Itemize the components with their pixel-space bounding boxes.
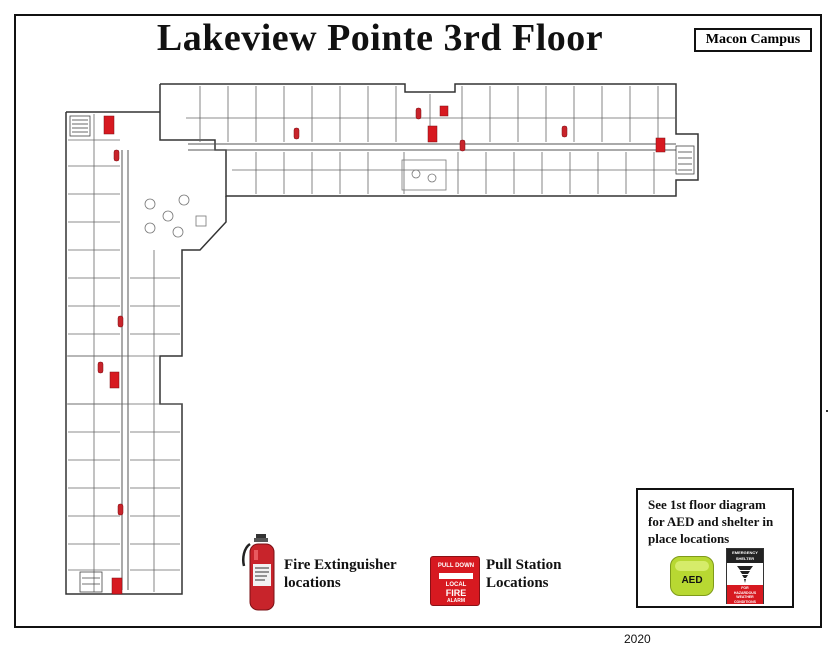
year-label: 2020 (624, 632, 651, 646)
note-text-line2: for AED and shelter in (648, 514, 774, 529)
room-grid-side (66, 114, 182, 592)
stairwells (69, 115, 695, 593)
shelter-sign-line3: FOR (741, 586, 749, 590)
extinguisher-marker (415, 107, 422, 120)
campus-label: Macon Campus (694, 28, 812, 52)
map-frame (14, 14, 822, 628)
pull-station-sign-line1: PULL DOWN (437, 563, 475, 569)
extinguisher-markers (97, 107, 568, 516)
extinguisher-marker (561, 125, 568, 138)
note-text: See 1st floor diagram for AED and shelte… (648, 496, 788, 547)
pull-station-sign-line3: FIRE (445, 588, 467, 598)
fire-extinguisher-icon (242, 534, 275, 611)
pull-station-marker (439, 105, 449, 117)
emergency-shelter-sign-icon: EMERGENCY SHELTER FOR HAZARDOUS WEATHER … (726, 548, 764, 604)
lobby-furniture (144, 159, 447, 238)
pull-station-icon: PULL DOWN LOCAL FIRE ALARM (430, 556, 480, 606)
building-outline (65, 83, 699, 595)
pull-station-marker (655, 137, 666, 153)
aed-label: AED (681, 575, 703, 586)
pull-station-marker (109, 371, 120, 389)
shelter-sign-footer: FOR HAZARDOUS WEATHER CONDITIONS (727, 585, 763, 604)
extinguisher-label-line1: Fire Extinguisher (284, 557, 397, 573)
extinguisher-label-line2: locations (284, 575, 341, 591)
note-text-line3: place locations (648, 531, 730, 546)
extinguisher-marker (113, 149, 120, 162)
stray-dot (826, 410, 828, 412)
pull-station-sign-line4: ALARM (446, 598, 466, 604)
shelter-sign-line4: HAZARDOUS (733, 590, 757, 595)
extinguisher-marker (97, 361, 104, 374)
note-text-line1: See 1st floor diagram (648, 497, 766, 512)
pull-station-label-line1: Pull Station (486, 557, 562, 573)
pull-station-label-line2: Locations (486, 575, 549, 591)
extinguisher-marker (459, 139, 466, 152)
aed-icon: AED (670, 556, 714, 596)
pull-station-marker (111, 577, 123, 595)
corridors (121, 143, 676, 590)
extinguisher-marker (117, 503, 124, 516)
aed-handle (675, 561, 709, 571)
shelter-sign-line1: EMERGENCY (732, 550, 758, 555)
pull-station-marker (103, 115, 115, 135)
pull-station-legend-label: Pull Station Locations (486, 556, 561, 592)
pull-station-handle (439, 573, 473, 579)
tornado-icon (737, 566, 753, 583)
aed-shelter-note: See 1st floor diagram for AED and shelte… (636, 488, 794, 608)
shelter-sign-line5: WEATHER (736, 595, 754, 599)
extinguisher-marker (117, 315, 124, 328)
map-title: Lakeview Pointe 3rd Floor (156, 17, 604, 59)
room-grid-top (186, 86, 676, 194)
pull-station-sign-line2: LOCAL (445, 582, 467, 588)
pull-station-markers (103, 105, 666, 595)
extinguisher-marker (293, 127, 300, 140)
shelter-sign-line6: CONDITIONS (734, 599, 756, 604)
shelter-sign-header: EMERGENCY SHELTER (727, 549, 763, 563)
extinguisher-legend-label: Fire Extinguisher locations (284, 556, 397, 592)
pull-station-marker (427, 125, 438, 143)
shelter-sign-line2: SHELTER (735, 556, 755, 561)
